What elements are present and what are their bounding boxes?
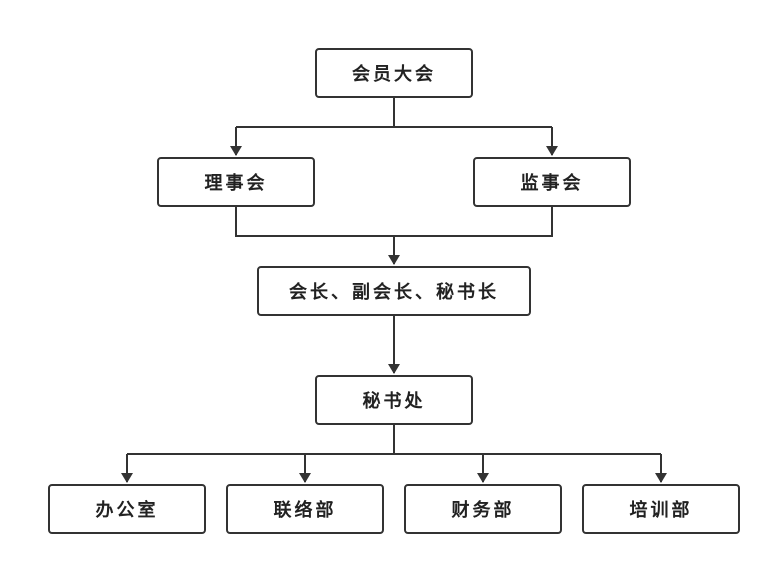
connector-boards-merge xyxy=(235,207,553,237)
node-finance-department: 财务部 xyxy=(404,484,562,534)
node-office: 办公室 xyxy=(48,484,206,534)
node-general-assembly: 会员大会 xyxy=(315,48,473,98)
node-council: 理事会 xyxy=(157,157,315,207)
node-secretariat: 秘书处 xyxy=(315,375,473,425)
connector-secretariat-split xyxy=(127,425,661,455)
node-supervisory-board: 监事会 xyxy=(473,157,631,207)
node-leadership: 会长、副会长、秘书长 xyxy=(257,266,531,316)
node-liaison-department: 联络部 xyxy=(226,484,384,534)
connector-assembly-split xyxy=(236,98,552,128)
node-training-department: 培训部 xyxy=(582,484,740,534)
